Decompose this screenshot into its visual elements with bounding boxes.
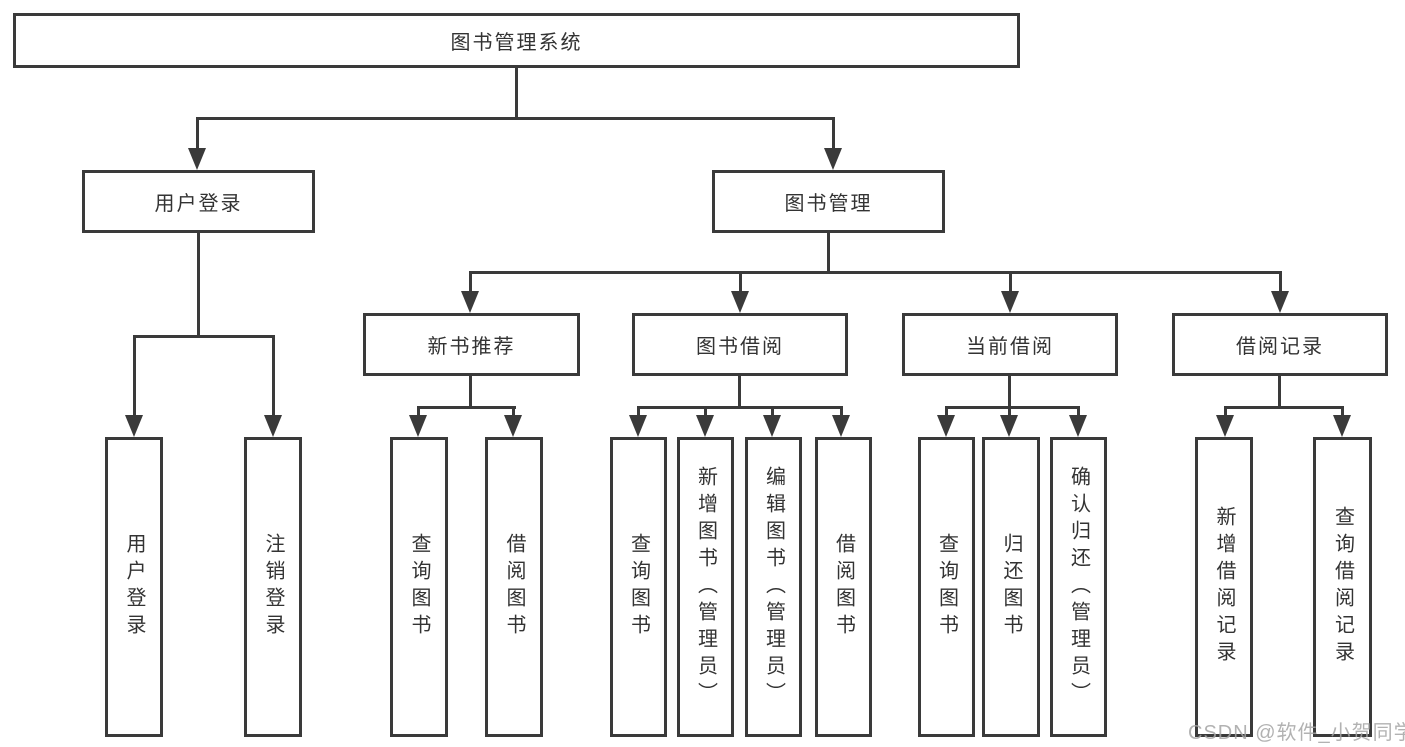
connector-line: [738, 376, 741, 409]
arrow-down-icon: [1271, 291, 1289, 313]
connector-line: [417, 406, 420, 418]
connector-line: [515, 68, 518, 119]
connector-line: [512, 406, 515, 418]
arrow-down-icon: [1069, 415, 1087, 437]
connector-line: [945, 406, 1080, 409]
node-root: 图书管理系统: [13, 13, 1020, 68]
arrow-down-icon: [188, 148, 206, 170]
connector-line: [1341, 406, 1344, 418]
leaf-confirm-return-admin: 确认归还（管理员）: [1050, 437, 1107, 737]
leaf-return-books: 归还图书: [982, 437, 1040, 737]
connector-line: [197, 233, 200, 337]
arrow-down-icon: [504, 415, 522, 437]
node-book-management: 图书管理: [712, 170, 945, 233]
connector-line: [196, 117, 199, 148]
leaf-borrow-books-1: 借阅图书: [485, 437, 543, 737]
connector-line: [739, 271, 742, 291]
arrow-down-icon: [763, 415, 781, 437]
connector-line: [133, 335, 136, 415]
connector-line: [1224, 406, 1227, 418]
connector-line: [272, 335, 275, 415]
connector-line: [945, 406, 948, 418]
connector-line: [827, 233, 830, 274]
connector-line: [1278, 376, 1281, 409]
arrow-down-icon: [731, 291, 749, 313]
arrow-down-icon: [832, 415, 850, 437]
connector-line: [196, 117, 835, 120]
leaf-add-borrow-record: 新增借阅记录: [1195, 437, 1253, 737]
connector-line: [832, 117, 835, 148]
connector-line: [1224, 406, 1344, 409]
leaf-query-borrow-record: 查询借阅记录: [1313, 437, 1372, 737]
leaf-edit-books-admin: 编辑图书（管理员）: [745, 437, 802, 737]
arrow-down-icon: [937, 415, 955, 437]
arrow-down-icon: [461, 291, 479, 313]
connector-line: [469, 271, 1282, 274]
connector-line: [1077, 406, 1080, 418]
connector-line: [1279, 271, 1282, 291]
connector-line: [637, 406, 640, 418]
arrow-down-icon: [824, 148, 842, 170]
arrow-down-icon: [264, 415, 282, 437]
arrow-down-icon: [409, 415, 427, 437]
node-user-login: 用户登录: [82, 170, 315, 233]
connector-line: [771, 406, 774, 418]
watermark: CSDN @软件_小贺同学: [1188, 722, 1405, 744]
connector-line: [1009, 271, 1012, 291]
leaf-query-books-2: 查询图书: [610, 437, 667, 737]
arrow-down-icon: [1001, 291, 1019, 313]
leaf-query-books-1: 查询图书: [390, 437, 448, 737]
connector-line: [1008, 406, 1011, 418]
node-current-borrow: 当前借阅: [902, 313, 1118, 376]
arrow-down-icon: [629, 415, 647, 437]
leaf-user-login: 用户登录: [105, 437, 163, 737]
connector-line: [469, 376, 472, 409]
arrow-down-icon: [1216, 415, 1234, 437]
connector-line: [417, 406, 516, 409]
connector-line: [704, 406, 707, 418]
arrow-down-icon: [696, 415, 714, 437]
connector-line: [840, 406, 843, 418]
leaf-logout: 注销登录: [244, 437, 302, 737]
connector-line: [637, 406, 843, 409]
leaf-add-books-admin: 新增图书（管理员）: [677, 437, 734, 737]
arrow-down-icon: [125, 415, 143, 437]
node-book-borrow: 图书借阅: [632, 313, 848, 376]
arrow-down-icon: [1333, 415, 1351, 437]
leaf-query-books-3: 查询图书: [918, 437, 975, 737]
connector-line: [133, 335, 275, 338]
arrow-down-icon: [1000, 415, 1018, 437]
leaf-borrow-books-2: 借阅图书: [815, 437, 872, 737]
node-new-books: 新书推荐: [363, 313, 580, 376]
connector-line: [469, 271, 472, 291]
node-borrow-records: 借阅记录: [1172, 313, 1388, 376]
connector-line: [1008, 376, 1011, 409]
